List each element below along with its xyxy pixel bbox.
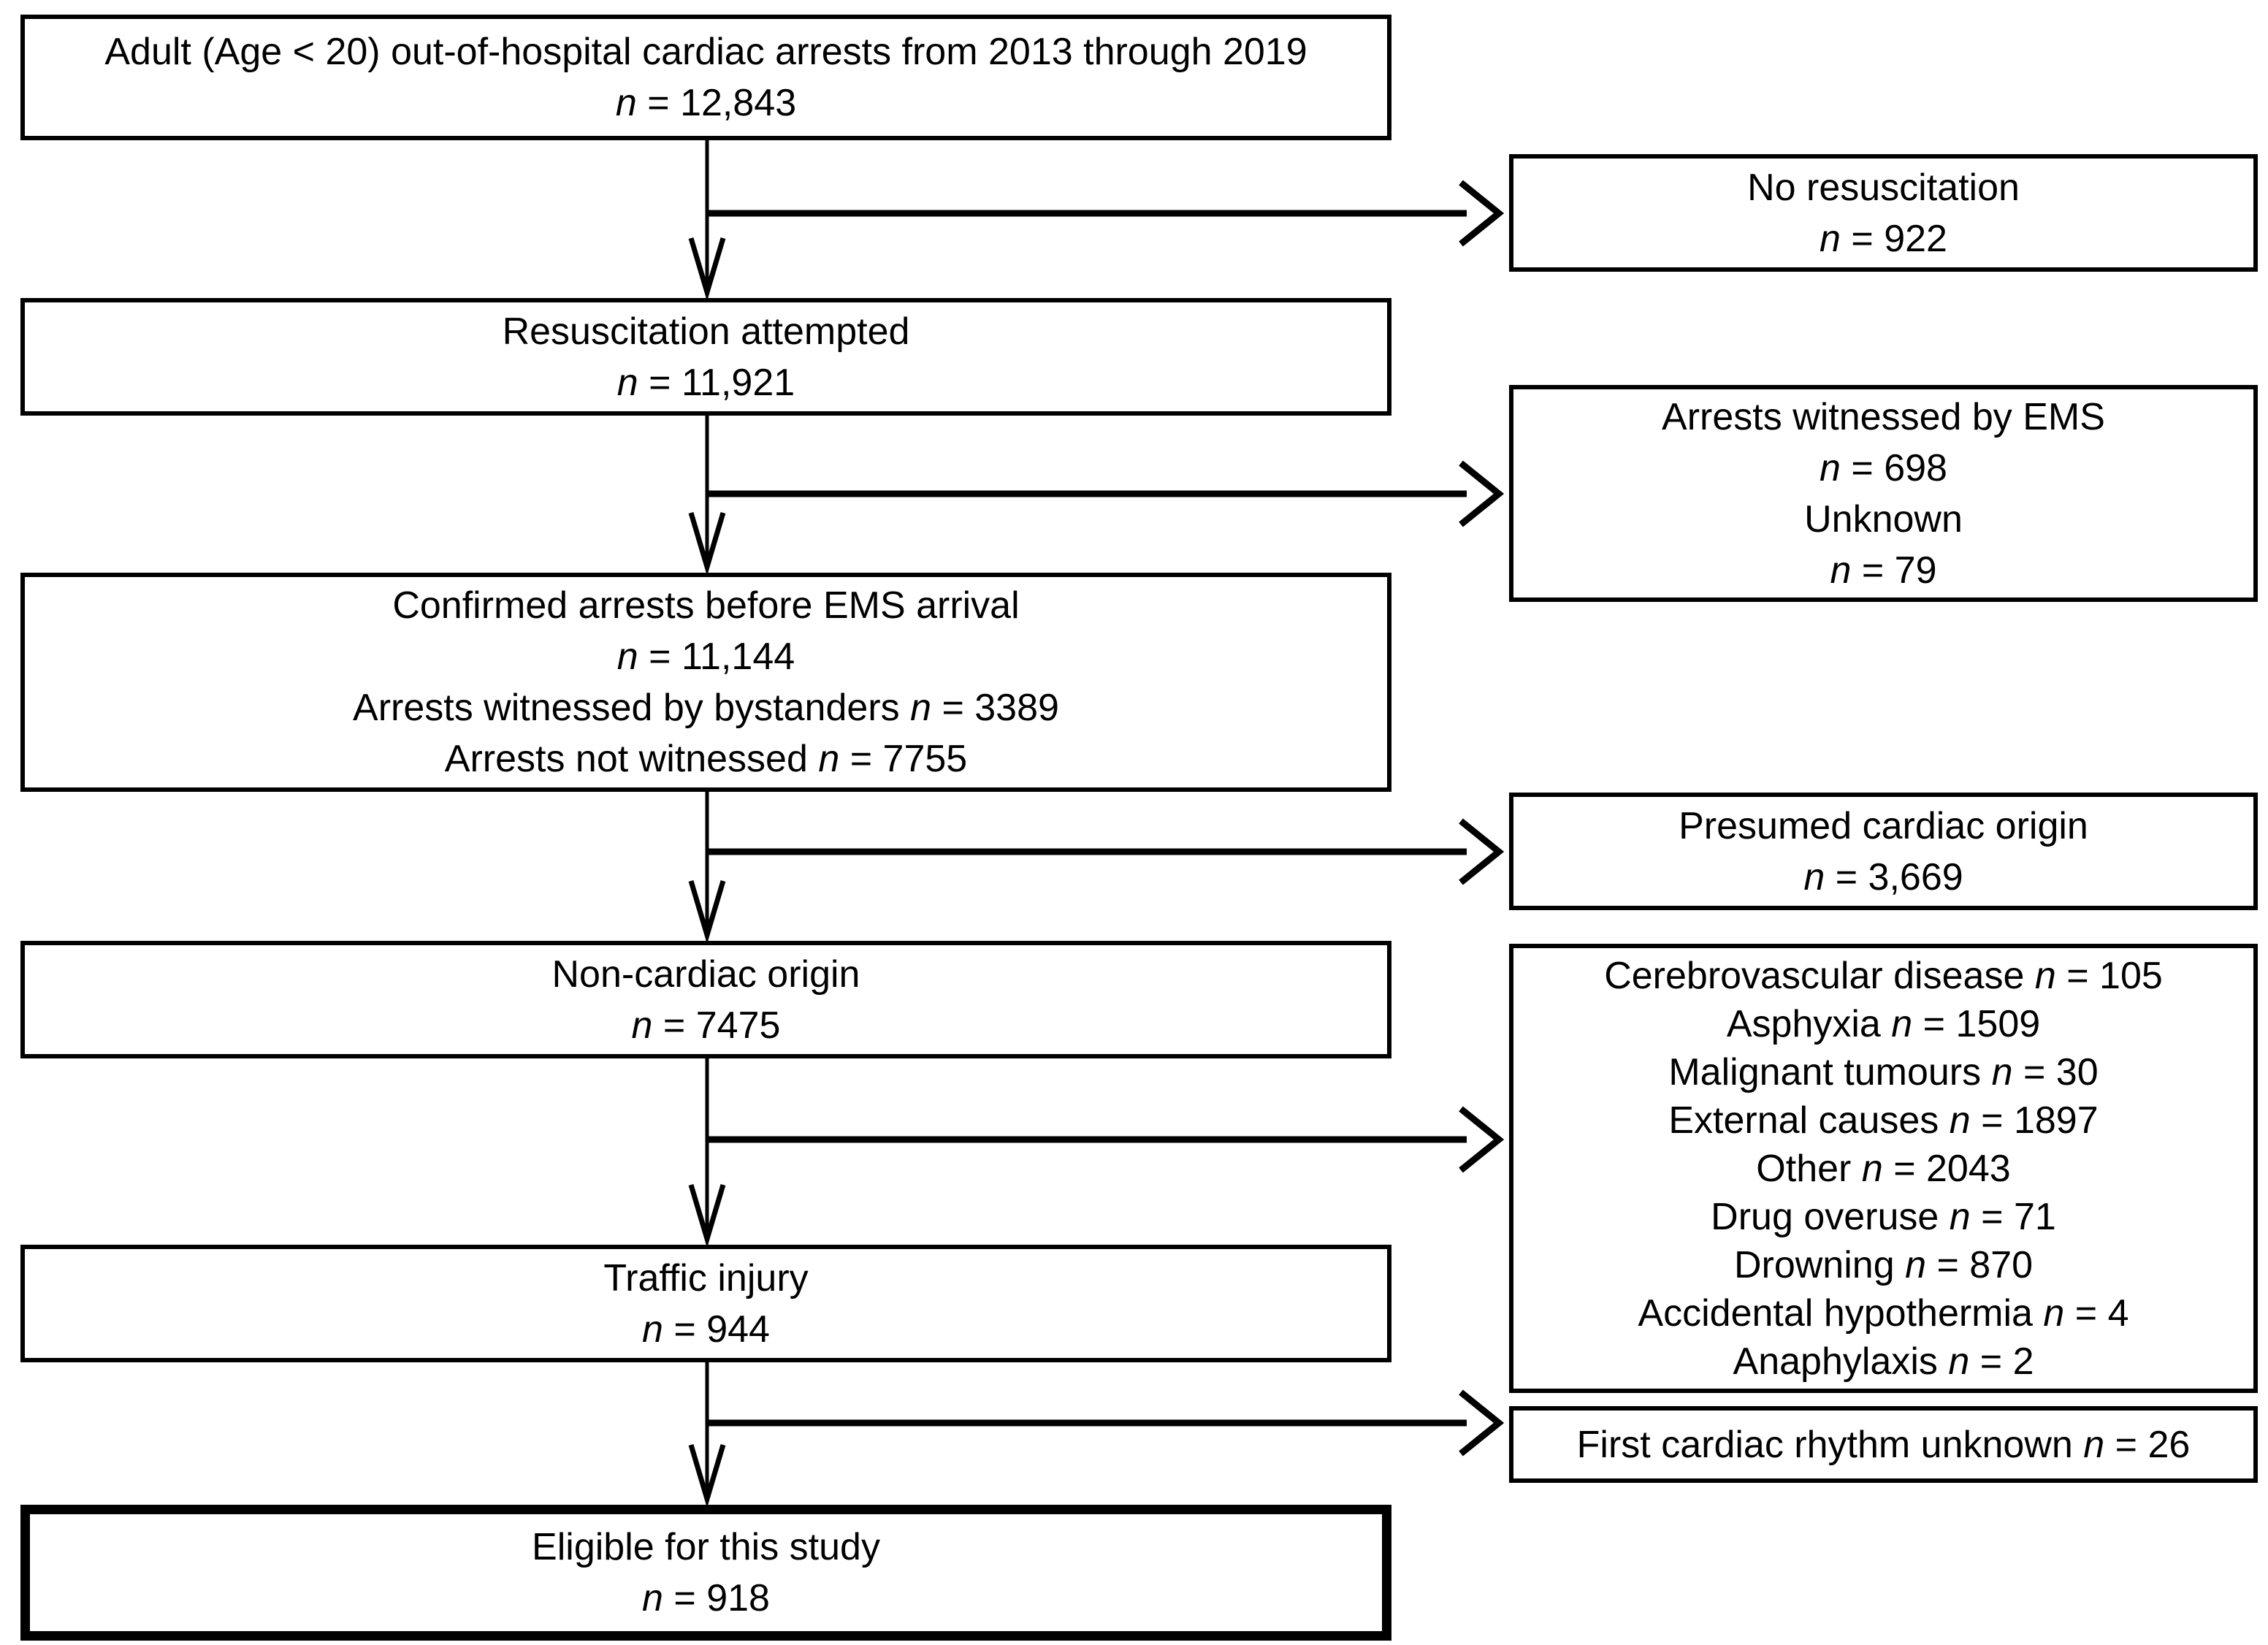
- box-text-line: Presumed cardiac origin: [1679, 804, 2088, 847]
- arrowhead-right-4: [1459, 1106, 1505, 1173]
- box-text-line: Malignant tumours n = 30: [1668, 1050, 2099, 1094]
- arrowhead-right-2: [1459, 460, 1505, 527]
- box-confirmed-arrests: Confirmed arrests before EMS arrival n = …: [20, 573, 1391, 792]
- box-text-line: n = 12,843: [615, 82, 797, 124]
- box-text-line: n = 11,921: [616, 361, 795, 404]
- arrowhead-right-5: [1459, 1389, 1505, 1457]
- arrowhead-down-2: [688, 512, 726, 576]
- box-text-line: Arrests witnessed by EMS: [1662, 395, 2105, 438]
- box-non-cardiac-origin: Non-cardiac origin n = 7475: [20, 941, 1391, 1058]
- box-text-line: n = 7475: [631, 1004, 781, 1047]
- box-resuscitation-attempted: Resuscitation attempted n = 11,921: [20, 298, 1391, 416]
- arrowhead-down-5: [688, 1444, 726, 1508]
- box-no-resuscitation: No resuscitation n = 922: [1509, 154, 2258, 272]
- box-source-population: Adult (Age < 20) out-of-hospital cardiac…: [20, 15, 1391, 140]
- box-text-line: External causes n = 1897: [1668, 1099, 2099, 1142]
- box-text-line: n = 3,669: [1803, 855, 1963, 898]
- box-text-line: Other n = 2043: [1756, 1147, 2011, 1190]
- box-traffic-injury: Traffic injury n = 944: [20, 1245, 1391, 1362]
- box-presumed-cardiac-origin: Presumed cardiac origin n = 3,669: [1509, 793, 2258, 910]
- arrowhead-down-3: [688, 880, 726, 944]
- box-text-line: Traffic injury: [603, 1256, 809, 1299]
- box-text-line: No resuscitation: [1747, 166, 2020, 209]
- box-text-line: Unknown: [1804, 497, 1963, 541]
- box-text-line: Eligible for this study: [532, 1526, 880, 1568]
- box-text-line: Arrests not witnessed n = 7755: [444, 738, 968, 780]
- box-text-line: Accidental hypothermia n = 4: [1638, 1291, 2129, 1335]
- box-eligible-for-study: Eligible for this study n = 918: [20, 1505, 1391, 1641]
- box-text-line: n = 698: [1820, 446, 1947, 489]
- box-text-line: Drug overuse n = 71: [1711, 1195, 2056, 1238]
- box-first-cardiac-rhythm-unknown: First cardiac rhythm unknown n = 26: [1509, 1406, 2258, 1483]
- box-text-line: Drowning n = 870: [1733, 1243, 2034, 1286]
- box-text-line: n = 11,144: [616, 636, 795, 678]
- box-text-line: Cerebrovascular disease n = 105: [1604, 954, 2163, 997]
- arrowhead-down-4: [688, 1184, 726, 1248]
- box-text-line: Resuscitation attempted: [502, 310, 910, 353]
- box-text-line: Adult (Age < 20) out-of-hospital cardiac…: [104, 31, 1307, 73]
- arrowhead-down-1: [688, 237, 726, 302]
- box-text-line: n = 918: [642, 1577, 770, 1619]
- box-text-line: Arrests witnessed by bystanders n = 3389: [353, 687, 1059, 729]
- box-text-line: First cardiac rhythm unknown n = 26: [1576, 1423, 2191, 1466]
- box-text-line: Asphyxia n = 1509: [1726, 1002, 2041, 1045]
- box-text-line: n = 944: [642, 1308, 770, 1351]
- box-text-line: Non-cardiac origin: [551, 953, 860, 996]
- box-text-line: Confirmed arrests before EMS arrival: [392, 584, 1020, 627]
- arrowhead-right-1: [1459, 180, 1505, 247]
- box-text-line: n = 79: [1830, 549, 1937, 592]
- arrowhead-right-3: [1459, 818, 1505, 885]
- box-text-line: Anaphylaxis n = 2: [1733, 1340, 2034, 1383]
- box-text-line: n = 922: [1820, 217, 1947, 260]
